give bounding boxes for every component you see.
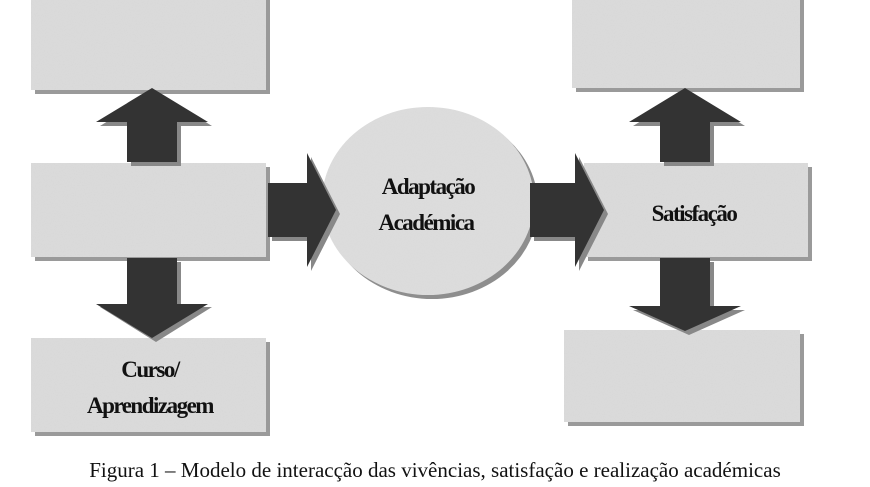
figure-caption: Figura 1 – Modelo de interacção das vivê…: [89, 458, 781, 482]
ellipse-adaptacao-academica: [322, 107, 538, 299]
box-middle-right: [584, 163, 812, 261]
box-bottom-left: [31, 338, 270, 436]
box-middle-left: [31, 163, 270, 261]
arrow-down-right: [629, 258, 745, 335]
center-label-line-1: Adaptação: [382, 174, 476, 199]
box-top-left: [31, 0, 270, 94]
arrow-down-left: [96, 258, 212, 342]
arrow-right-to-satisfacao: [530, 153, 608, 271]
curso-label-line-2: Aprendizagem: [87, 393, 214, 418]
arrow-up-right: [629, 88, 745, 166]
center-label-line-2: Académica: [378, 210, 475, 235]
arrow-right-to-center: [268, 153, 340, 271]
curso-label-line-1: Curso/: [121, 357, 181, 382]
arrow-up-left: [96, 88, 212, 166]
box-top-right: [572, 0, 804, 92]
box-bottom-right: [564, 330, 804, 426]
satisfacao-label: Satisfação: [652, 201, 738, 226]
